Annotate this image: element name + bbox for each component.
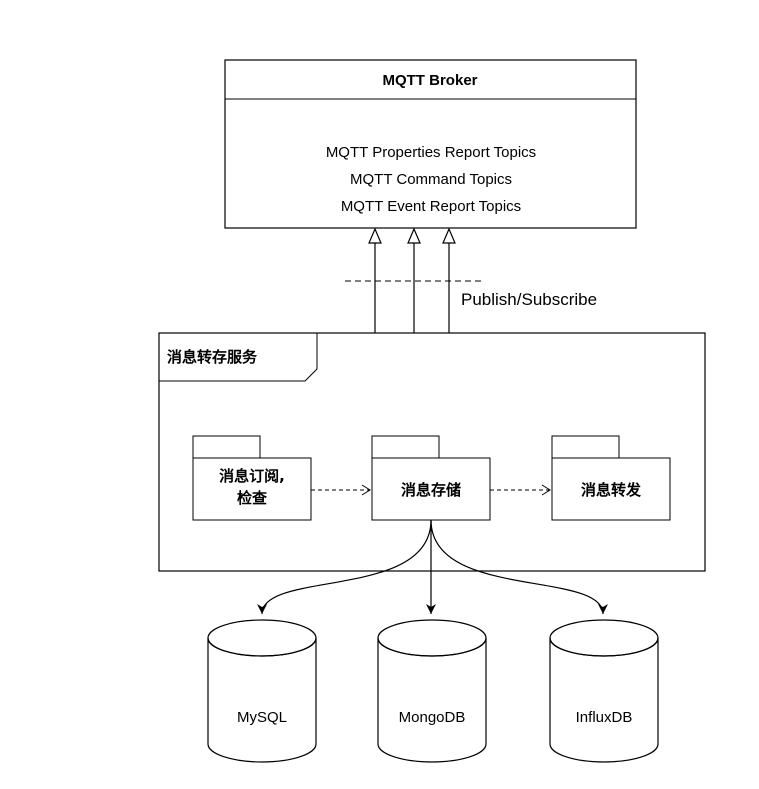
database-mongodb-label: MongoDB xyxy=(399,709,466,726)
broker-topic-event: MQTT Event Report Topics xyxy=(341,198,521,215)
database-influxdb-label: InfluxDB xyxy=(576,709,633,726)
database-influxdb: InfluxDB xyxy=(549,619,659,763)
package-forward-label: 消息转发 xyxy=(581,481,642,499)
service-frame: 消息转存服务 xyxy=(158,332,706,572)
mqtt-broker-box: MQTT Broker MQTT Properties Report Topic… xyxy=(224,59,637,229)
open-triangle-icon xyxy=(368,227,382,244)
package-subscribe-check: 消息订阅, 检查 xyxy=(192,435,312,521)
broker-title: MQTT Broker xyxy=(382,72,477,89)
package-storage: 消息存储 xyxy=(371,435,491,521)
publish-subscribe-arrows: Publish/Subscribe xyxy=(345,227,597,333)
pubsub-label: Publish/Subscribe xyxy=(461,290,597,309)
package-subscribe-label-line2: 检查 xyxy=(237,489,268,507)
broker-topic-properties: MQTT Properties Report Topics xyxy=(326,144,536,161)
package-storage-label: 消息存储 xyxy=(401,481,461,499)
database-mysql: MySQL xyxy=(207,619,317,763)
open-triangle-icon xyxy=(407,227,421,244)
open-triangle-icon xyxy=(442,227,456,244)
storage-to-database-arrows xyxy=(257,519,608,615)
database-mongodb: MongoDB xyxy=(377,619,487,763)
broker-topic-command: MQTT Command Topics xyxy=(350,171,512,188)
service-title: 消息转存服务 xyxy=(167,348,258,366)
package-forward: 消息转发 xyxy=(551,435,671,521)
package-subscribe-label-line1: 消息订阅, xyxy=(219,467,285,485)
database-mysql-label: MySQL xyxy=(237,709,287,726)
